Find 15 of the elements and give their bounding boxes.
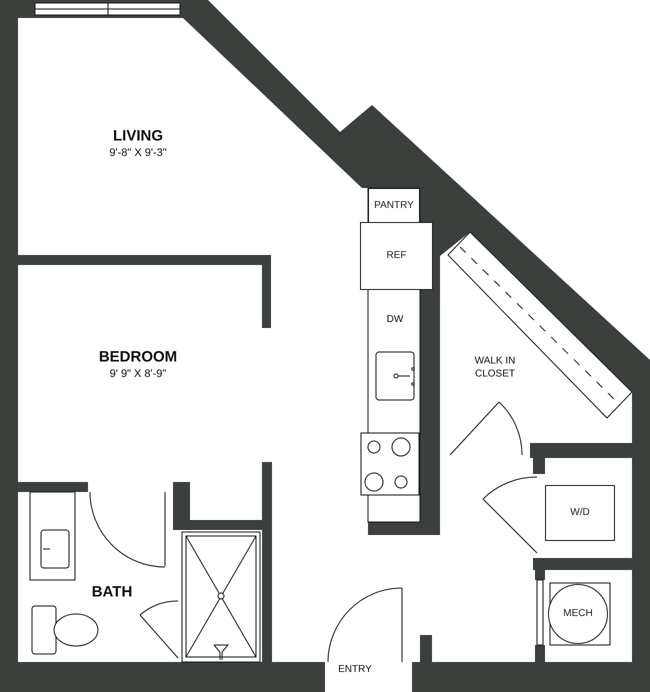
appliance-label: MECH: [563, 608, 593, 620]
room-dimensions: 9'-8" X 9'-3": [109, 147, 167, 161]
room-name: LIVING: [113, 128, 163, 146]
appliance-label: PANTRY: [374, 200, 414, 212]
room-name: BEDROOM: [98, 348, 178, 368]
room-dimensions: 9' 9" X 8'-9": [110, 368, 166, 382]
room-name: ENTRY: [338, 664, 372, 676]
room-name: BATH: [92, 584, 132, 602]
washer-dryer: [545, 485, 615, 541]
appliance-label: W/D: [570, 507, 590, 519]
appliance-label: DW: [386, 314, 404, 326]
room-name: WALK IN CLOSET: [474, 356, 516, 380]
appliance-label: REF: [386, 250, 406, 262]
pantry-cabinet: [368, 188, 420, 223]
refrigerator: [360, 222, 433, 290]
